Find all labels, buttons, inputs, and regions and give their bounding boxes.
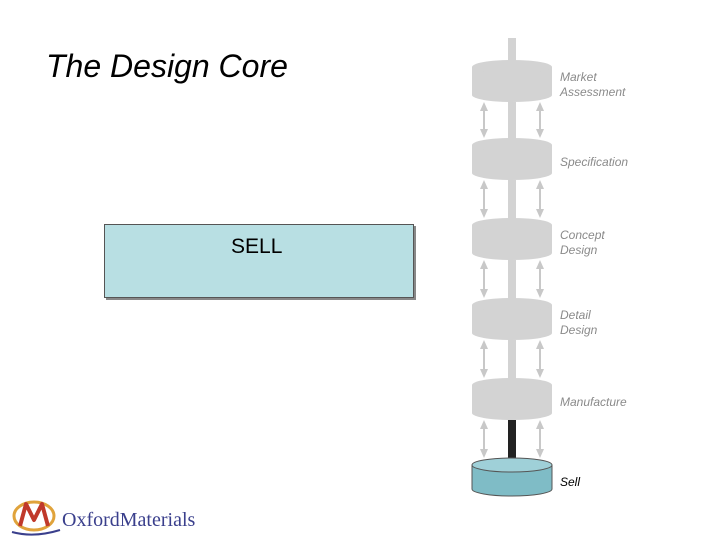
shaft-segment (508, 340, 516, 382)
stage-label: Specification (560, 155, 629, 169)
stage-disc-body (472, 225, 552, 260)
active-shaft (508, 420, 516, 466)
stage-disc-top (472, 378, 552, 392)
oxford-materials-logo-icon (11, 500, 61, 536)
current-stage-label: SELL (231, 235, 283, 258)
stage-disc-top (472, 218, 552, 232)
logo-wordmark: OxfordMaterials (62, 509, 196, 531)
stage-label: Manufacture (560, 395, 627, 409)
stage-disc-body (472, 385, 552, 420)
shaft-segment (508, 260, 516, 302)
stage-disc-body (472, 67, 552, 102)
stage-disc-top (472, 298, 552, 312)
stage-label: Sell (560, 475, 581, 489)
stage-disc-body (472, 305, 552, 340)
stage-disc-top (471, 457, 553, 473)
current-stage-box: SELL (104, 224, 414, 298)
shaft-top (508, 38, 516, 62)
shaft-segment (508, 180, 516, 222)
stage-disc-body (472, 145, 552, 180)
stage-disc-top (472, 60, 552, 74)
shaft-segment (508, 102, 516, 142)
stage-disc-body (471, 465, 553, 497)
page-title: The Design Core (46, 48, 288, 84)
stage-disc-top (472, 138, 552, 152)
